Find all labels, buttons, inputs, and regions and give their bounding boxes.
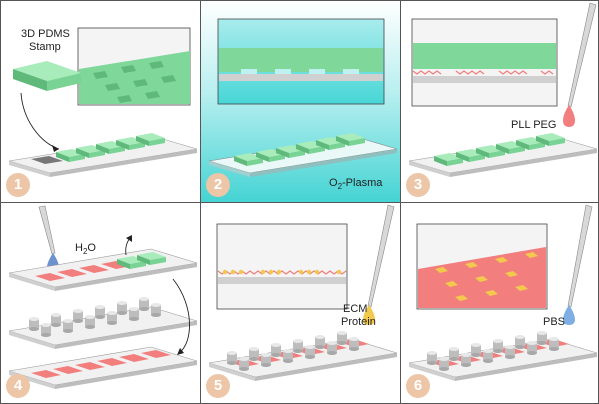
pipette [367, 204, 395, 308]
panel-1-drawing [8, 27, 198, 177]
pll-peg-label: PLL PEG [511, 119, 557, 131]
ecm-drop [363, 305, 375, 325]
arrow-head [52, 145, 59, 152]
stamp-cross-section [219, 48, 383, 72]
stamp-label-line2: Stamp [29, 41, 61, 53]
plasma-label-sub: 2 [337, 182, 343, 192]
pillar-array [29, 297, 161, 337]
top-slide-edge [9, 273, 55, 291]
stamp-posts [93, 61, 176, 103]
slide-edge-2 [50, 149, 197, 177]
panel-5-drawing [208, 204, 398, 381]
step-badge-4: 4 [6, 374, 30, 398]
pll-peg-drop [563, 105, 575, 127]
removed-stamp-bars [117, 252, 166, 269]
bottom-slide-pattern [31, 350, 171, 378]
grey-area [31, 156, 63, 164]
stamp-bars [56, 133, 165, 162]
step-badge-3: 3 [406, 173, 430, 197]
panel-4: H2O 4 [0, 202, 201, 404]
panel-6: PBS 6 [400, 202, 599, 404]
arrow-line [20, 92, 60, 150]
water-label-sub: 2 [82, 247, 88, 257]
pll-peg-layer [412, 70, 554, 75]
water-label-prefix: H [75, 242, 83, 254]
pbs-label: PBS [543, 316, 566, 328]
stamp-bars [434, 133, 565, 166]
top-slide-pattern [35, 261, 131, 281]
glass-cross-section [413, 76, 556, 83]
flip-arrow-head [177, 348, 184, 355]
slide-edge-2 [255, 353, 397, 381]
panel-1: 3D PDMS Stamp 1 [0, 0, 201, 203]
pbs-drop [563, 305, 575, 325]
slide-edge [409, 161, 450, 177]
stamp-label-line1: 3D PDMS [21, 28, 70, 40]
plasma-label-suffix: -Plasma [342, 177, 383, 189]
slide-edge [9, 161, 50, 177]
pipette [38, 205, 56, 255]
slide-edge [409, 363, 455, 381]
bottom-slide-edge-2 [55, 361, 197, 389]
water-label: H2O [75, 242, 96, 258]
panel-6-drawing [408, 204, 598, 381]
flip-arrow-line [172, 278, 190, 354]
middle-slide-edge [9, 331, 55, 349]
water-label-suffix: O [87, 242, 96, 254]
panel-3: PLL PEG 3 [400, 0, 599, 203]
stamp-front [13, 69, 47, 91]
plasma-label: O2-Plasma [329, 177, 382, 193]
ecm-layer [217, 269, 347, 275]
stamp-cross-section [413, 43, 556, 69]
slide-edge [209, 161, 250, 177]
plasma-label-prefix: O [329, 177, 338, 189]
stamp-top [13, 61, 81, 81]
pipette [567, 2, 597, 108]
ecm-label: ECM Protein [341, 303, 376, 329]
panel-2: O2-Plasma 2 [200, 0, 401, 203]
middle-slide-edge-2 [55, 321, 197, 349]
stamp-bars [234, 133, 365, 166]
stamp-gaps [241, 69, 359, 74]
stamp-side [47, 73, 81, 91]
glass-cross-section [218, 277, 346, 284]
slide-edge-2 [455, 353, 597, 381]
inset-box [216, 223, 348, 310]
ecm-squares [435, 252, 538, 301]
ecm-label-line2: Protein [341, 316, 376, 328]
panel-2-drawing [201, 1, 400, 202]
ecm-label-line1: ECM [343, 303, 368, 315]
top-slide-edge-2 [55, 263, 197, 291]
removal-arrow-head [126, 235, 132, 242]
slide-edge-2 [250, 149, 397, 177]
panel-5: ECM Protein 5 [200, 202, 401, 404]
step-badge-6: 6 [406, 374, 430, 398]
panel-3-drawing [408, 2, 598, 177]
step-badge-1: 1 [6, 173, 30, 197]
pillar-array [227, 331, 359, 371]
glass-cross-section [219, 74, 383, 81]
step-badge-5: 5 [206, 374, 230, 398]
slide-edge [209, 363, 255, 381]
pillar-array [427, 331, 559, 371]
stamp-label: 3D PDMS Stamp [21, 28, 70, 54]
panel-4-drawing [8, 205, 198, 389]
slide-edge-2 [450, 149, 597, 177]
pipette [567, 204, 593, 308]
step-badge-2: 2 [206, 173, 230, 197]
